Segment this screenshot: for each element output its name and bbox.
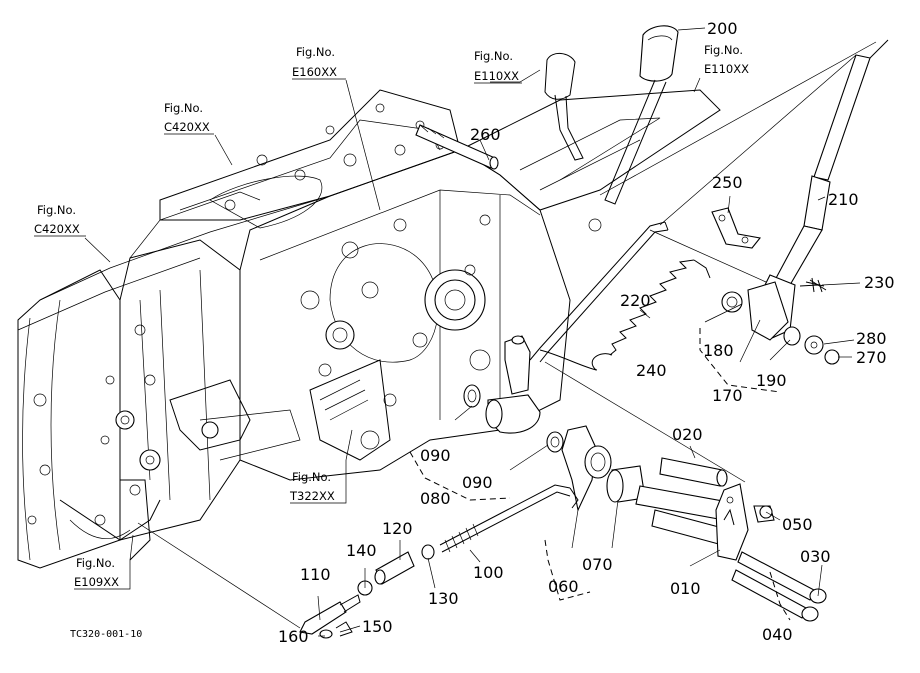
label-080: 080 — [420, 489, 451, 508]
shift-lever-grip-200 — [544, 25, 679, 205]
label-030: 030 — [800, 547, 831, 566]
label-140: 140 — [346, 541, 377, 560]
label-180: 180 — [703, 341, 734, 360]
label-200: 200 — [707, 19, 738, 38]
fig-ref-e109xx: E109XX — [74, 575, 119, 589]
label-150: 150 — [362, 617, 393, 636]
pin-260 — [415, 124, 499, 170]
link-rod-240 — [529, 221, 669, 363]
fig-ref-c420xx-b-prefix: Fig.No. — [37, 203, 76, 217]
lower-right-parts — [561, 425, 827, 622]
label-220: 220 — [620, 291, 651, 310]
fig-ref-c420xx-b: C420XX — [34, 222, 80, 236]
label-050: 050 — [782, 515, 813, 534]
label-240: 240 — [636, 361, 667, 380]
fig-ref-e160xx-prefix: Fig.No. — [296, 45, 335, 59]
fig-ref-t322xx: T322XX — [289, 489, 335, 503]
label-270: 270 — [856, 348, 887, 367]
label-230: 230 — [864, 273, 895, 292]
label-170: 170 — [712, 386, 743, 405]
label-190: 190 — [756, 371, 787, 390]
label-010: 010 — [670, 579, 701, 598]
label-090-a: 090 — [420, 446, 451, 465]
fig-ref-e110xx-a: E110XX — [474, 69, 519, 83]
label-020: 020 — [672, 425, 703, 444]
lever-arm-assembly — [463, 335, 564, 453]
label-210: 210 — [828, 190, 859, 209]
fig-ref-e110xx-b-prefix: Fig.No. — [704, 43, 743, 57]
lower-rod-assembly — [299, 484, 579, 639]
label-160: 160 — [278, 627, 309, 646]
label-260: 260 — [470, 125, 501, 144]
fig-ref-e160xx: E160XX — [292, 65, 337, 79]
part-number-labels: 200 260 250 210 230 220 180 280 270 190 … — [278, 19, 895, 646]
label-090-b: 090 — [462, 473, 493, 492]
figure-references: Fig.No. E160XX Fig.No. E110XX Fig.No. E1… — [34, 43, 749, 590]
fig-ref-c420xx-a: C420XX — [164, 120, 210, 134]
label-110: 110 — [300, 565, 331, 584]
bracket-250 — [711, 207, 762, 249]
label-060: 060 — [548, 577, 579, 596]
transmission-housing-drawing — [17, 89, 721, 569]
fig-ref-e109xx-prefix: Fig.No. — [76, 556, 115, 570]
label-070: 070 — [582, 555, 613, 574]
fig-ref-c420xx-a-prefix: Fig.No. — [164, 101, 203, 115]
leader-lines — [84, 27, 877, 637]
drawing-code: TC320-001-10 — [70, 629, 142, 640]
group-brackets — [409, 328, 791, 621]
label-130: 130 — [428, 589, 459, 608]
fig-ref-t322xx-prefix: Fig.No. — [292, 470, 331, 484]
fig-ref-e110xx-b: E110XX — [704, 62, 749, 76]
spring-220 — [539, 259, 711, 371]
label-120: 120 — [382, 519, 413, 538]
fig-ref-e110xx-a-prefix: Fig.No. — [474, 49, 513, 63]
small-parts-180-190-280-270 — [721, 279, 840, 365]
label-250: 250 — [712, 173, 743, 192]
pin-230 — [805, 277, 825, 293]
label-280: 280 — [856, 329, 887, 348]
label-040: 040 — [762, 625, 793, 644]
label-100: 100 — [473, 563, 504, 582]
